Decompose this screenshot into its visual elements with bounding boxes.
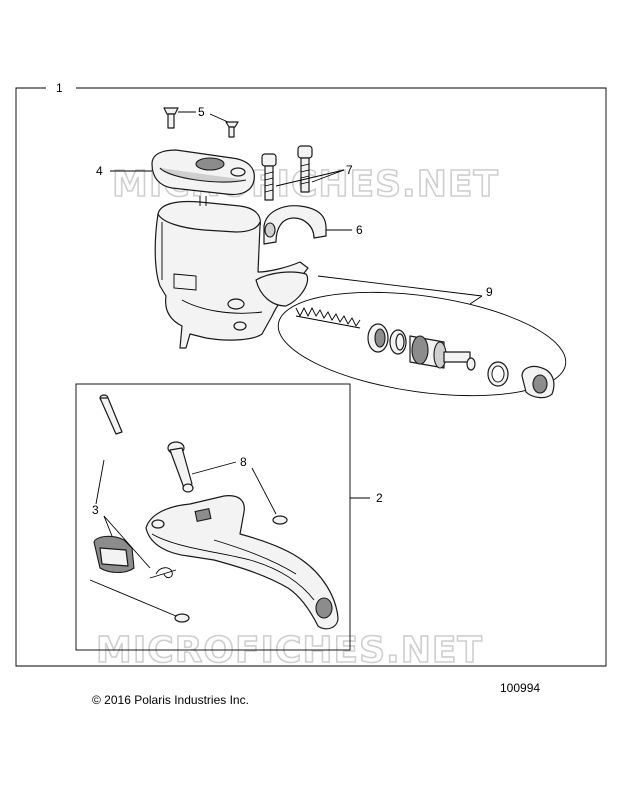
retaining-clip-3 xyxy=(174,613,190,623)
leader-7b xyxy=(311,169,345,183)
lever-pivot-pin xyxy=(99,394,123,435)
piston xyxy=(409,335,476,371)
leader-3d xyxy=(95,459,105,505)
leader-9b xyxy=(469,295,483,305)
watermark-bottom: MICROFICHES.NET xyxy=(96,630,483,671)
leader-8a xyxy=(191,461,237,475)
handlebar-clamp xyxy=(263,205,327,245)
piston-kit-outline xyxy=(277,291,567,397)
callout-7: 7 xyxy=(346,163,353,177)
piston-spring xyxy=(295,306,361,329)
callout-5: 5 xyxy=(198,105,205,119)
leader-3b xyxy=(103,515,113,537)
clamp-bolt-left xyxy=(261,153,277,201)
master-cylinder-body xyxy=(154,200,309,349)
cover-screw-long xyxy=(163,107,179,129)
leader-3a xyxy=(103,515,151,569)
callout-4: 4 xyxy=(96,164,103,178)
piston-washer-hole xyxy=(491,365,505,383)
leader-5b xyxy=(209,113,229,123)
lever-spring xyxy=(149,567,177,579)
callout-2: 2 xyxy=(376,491,383,505)
copyright-notice: © 2016 Polaris Industries Inc. xyxy=(92,693,249,707)
leader-7a xyxy=(275,169,345,187)
callout-9: 9 xyxy=(486,285,493,299)
callout-3: 3 xyxy=(92,503,99,517)
callout-6: 6 xyxy=(356,223,363,237)
diagram-number: 100994 xyxy=(500,681,540,695)
cover-screw-short xyxy=(225,121,239,138)
retaining-clip-8 xyxy=(272,515,288,525)
lever-kit-frame xyxy=(75,383,351,651)
brake-lever xyxy=(145,495,339,630)
piston-seal-rings xyxy=(367,323,407,355)
pin-8 xyxy=(167,441,194,493)
callout-1: 1 xyxy=(56,81,63,95)
leader-3c xyxy=(89,579,177,617)
callout-8: 8 xyxy=(240,455,247,469)
leader-9a xyxy=(317,275,483,297)
leader-8b xyxy=(251,467,277,515)
clamp-bolt-right xyxy=(297,145,313,193)
reservoir-cover xyxy=(151,149,255,206)
lever-adjuster-block xyxy=(93,535,135,574)
assembly-frame xyxy=(15,87,607,667)
piston-dust-boot xyxy=(521,365,555,399)
